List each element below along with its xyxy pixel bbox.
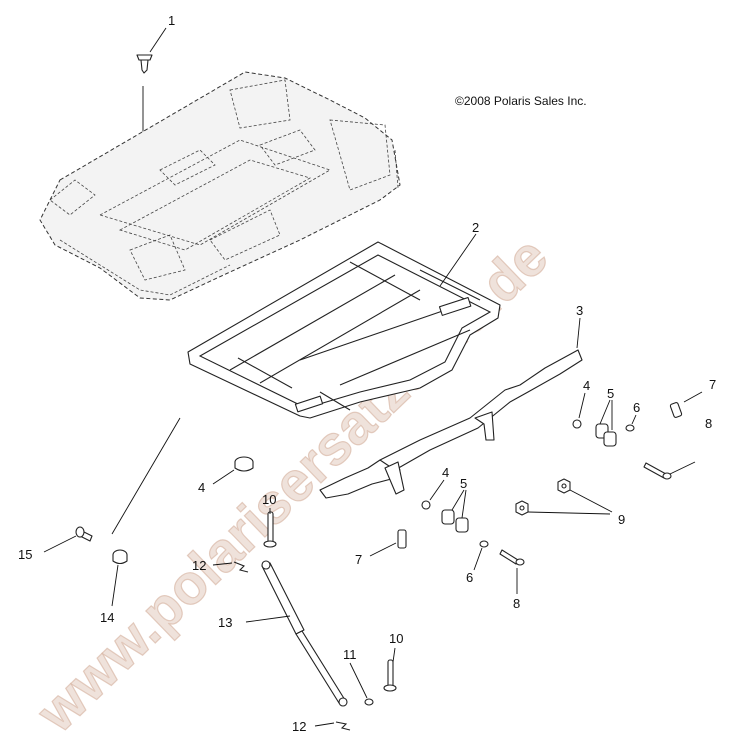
- leader-6a: [631, 414, 637, 425]
- part-9-nut-upper: [557, 478, 571, 494]
- leader-12a: [212, 562, 233, 566]
- leader-13: [245, 615, 291, 623]
- part-15-bolt: [75, 526, 93, 542]
- callout-12-upper: 12: [192, 558, 206, 573]
- part-5-clamp-right: [595, 423, 617, 447]
- callout-4-left: 4: [198, 480, 205, 495]
- part-9-nut-lower: [515, 500, 529, 516]
- leader-10b: [392, 647, 396, 663]
- callout-14: 14: [100, 610, 114, 625]
- leader-6b: [473, 547, 483, 571]
- part-14-bushing: [112, 549, 128, 565]
- callout-2: 2: [472, 220, 479, 235]
- callout-15: 15: [18, 547, 32, 562]
- part-13-gas-strut: [261, 560, 348, 707]
- callout-3: 3: [576, 303, 583, 318]
- part-7-pin-right: [669, 402, 683, 418]
- callout-10-upper: 10: [262, 492, 276, 507]
- leader-7b: [369, 542, 397, 557]
- leader-4c: [429, 479, 445, 501]
- part-11-washer: [364, 698, 374, 706]
- callout-8-right: 8: [705, 416, 712, 431]
- leader-9b: [527, 511, 611, 515]
- callout-10-lower: 10: [389, 631, 403, 646]
- callout-4-middle: 4: [442, 465, 449, 480]
- leader-11: [349, 662, 368, 699]
- callout-13: 13: [218, 615, 232, 630]
- callout-4-right: 4: [583, 378, 590, 393]
- callout-1: 1: [168, 13, 175, 28]
- part-3-latch-rod: [319, 349, 583, 499]
- leader-5a1: [599, 399, 611, 425]
- leader-2: [439, 233, 477, 287]
- part-12-clip-upper: [233, 561, 249, 573]
- callout-7-middle: 7: [355, 552, 362, 567]
- leader-5b1: [451, 489, 465, 511]
- leader-15: [43, 535, 77, 553]
- leader-4a: [212, 469, 235, 485]
- part-8-bolt-right: [643, 462, 672, 480]
- callout-7-right: 7: [709, 377, 716, 392]
- part-2-frame: [187, 241, 501, 419]
- leader-4b: [578, 392, 586, 419]
- part-10-pin-upper: [263, 511, 277, 548]
- cargo-box-reference: [39, 71, 401, 301]
- callout-5-middle: 5: [460, 476, 467, 491]
- callout-6-middle: 6: [466, 570, 473, 585]
- callout-8-middle: 8: [513, 596, 520, 611]
- leader-14: [111, 564, 119, 607]
- callout-6-right: 6: [633, 400, 640, 415]
- callout-9: 9: [618, 512, 625, 527]
- leader-7a: [683, 391, 703, 403]
- callout-5-right: 5: [607, 386, 614, 401]
- leader-5b2: [461, 489, 467, 519]
- part-10-pin-lower: [383, 659, 397, 692]
- part-4-nut-right: [572, 419, 582, 429]
- part-12-clip-lower: [335, 721, 351, 731]
- leader-1b: [149, 27, 167, 53]
- copyright-text: ©2008 Polaris Sales Inc.: [455, 94, 587, 108]
- part-7-pin-middle: [397, 529, 407, 549]
- part-6-washer-middle: [479, 540, 489, 548]
- callout-12-lower: 12: [292, 719, 306, 734]
- part-4-nut-middle: [421, 500, 431, 510]
- part-4-bushing-left: [234, 456, 254, 472]
- part-5-clamp-middle: [441, 509, 469, 533]
- leader-12b: [314, 722, 335, 727]
- leader-8a: [669, 461, 696, 475]
- leader-3: [576, 317, 581, 349]
- part-6-washer-right: [625, 424, 635, 432]
- guide-line-frame: [111, 417, 181, 535]
- part-1-rivet: [136, 54, 153, 74]
- callout-11: 11: [343, 647, 357, 662]
- leader-9a: [569, 489, 613, 513]
- part-8-bolt-middle: [499, 549, 525, 566]
